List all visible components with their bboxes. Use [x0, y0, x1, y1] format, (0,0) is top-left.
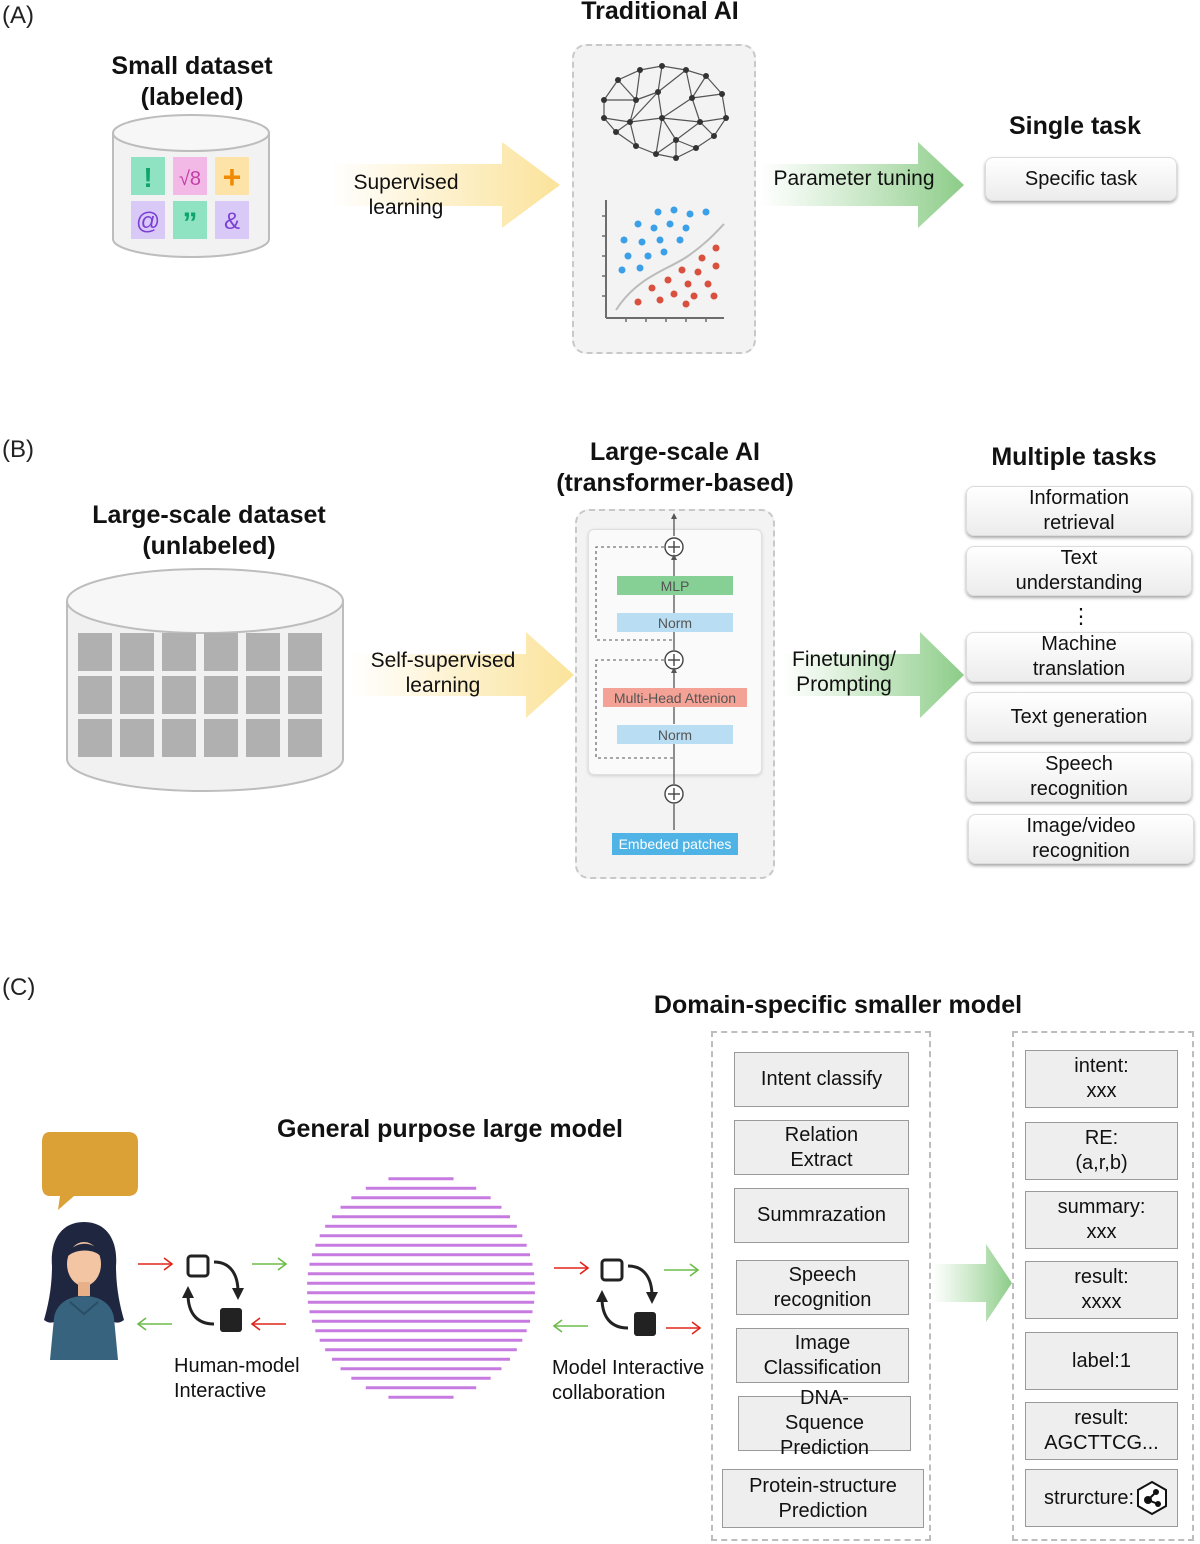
- result-dna: result: AGCTTCG...: [1025, 1402, 1178, 1460]
- scatter-classification-icon: [602, 200, 725, 322]
- norm-bottom-block: Norm: [617, 725, 733, 744]
- result-structure: strurcture:: [1025, 1469, 1178, 1527]
- data-grid: [78, 633, 322, 757]
- task-intent-classify: Intent classify: [734, 1052, 909, 1107]
- large-dataset-title: Large-scale dataset (unlabeled): [92, 501, 326, 560]
- attention-block: Multi-Head Attenion: [603, 688, 747, 707]
- task-dna-sequence-prediction: DNA- Squence Prediction: [738, 1387, 911, 1459]
- svg-text:!: !: [143, 162, 152, 193]
- domain-specific-title: Domain-specific smaller model: [653, 991, 1023, 1019]
- task-image-classification: Image Classification: [736, 1328, 909, 1383]
- neural-network-icon: [601, 63, 729, 161]
- task-summarization: Summrazation: [734, 1188, 909, 1243]
- tasks-ellipsis: ⋮: [1070, 605, 1092, 628]
- person-icon: [44, 1222, 124, 1360]
- task-text-generation: Text generation: [966, 692, 1192, 742]
- finetuning-arrow: [782, 632, 964, 718]
- self-supervised-arrow: [350, 632, 574, 718]
- result-label: label:1: [1025, 1332, 1178, 1390]
- result-speech: result: xxxx: [1025, 1261, 1178, 1319]
- small-dataset-cylinder: ! √8 + @ ” &: [112, 114, 270, 258]
- svg-text:+: +: [223, 159, 242, 195]
- result-relation: RE: (a,r,b): [1025, 1122, 1178, 1180]
- domain-output-arrow: [932, 1244, 1012, 1322]
- small-dataset-title: Small dataset (labeled): [111, 52, 273, 111]
- task-machine-translation: Machine translation: [966, 632, 1192, 682]
- mlp-block: MLP: [617, 576, 733, 595]
- transformer-connectors: [595, 513, 684, 830]
- norm-top-block: Norm: [617, 613, 733, 632]
- svg-text:”: ”: [183, 207, 198, 240]
- finetuning-label: Finetuning/ Prompting: [792, 648, 896, 696]
- symbol-tiles: ! √8 + @ ” &: [131, 157, 249, 240]
- single-task-title: Single task: [1009, 112, 1141, 140]
- result-intent: intent: xxx: [1025, 1050, 1178, 1108]
- task-relation-extract: Relation Extract: [734, 1120, 909, 1175]
- task-protein-structure-prediction: Protein-structure Prediction: [722, 1469, 924, 1528]
- model-collaboration-label: Model Interactive collaboration: [552, 1357, 705, 1404]
- self-supervised-label: Self-supervised learning: [370, 649, 516, 697]
- result-summary: summary: xxx: [1025, 1191, 1178, 1249]
- multiple-tasks-title: Multiple tasks: [991, 443, 1157, 471]
- task-speech-recognition-c: Speech recognition: [736, 1260, 909, 1315]
- supervised-learning-arrow: [330, 142, 560, 228]
- parameter-tuning-label: Parameter tuning: [773, 167, 935, 190]
- task-image-video-recognition: Image/video recognition: [968, 814, 1194, 864]
- svg-text:&: &: [224, 208, 240, 235]
- human-model-label: Human-model Interactive: [174, 1355, 300, 1402]
- domain-tasks-column: [711, 1031, 931, 1541]
- result-structure-label: strurcture:: [1044, 1486, 1135, 1509]
- traditional-ai-box: [572, 44, 756, 354]
- speech-bubble-icon: [42, 1132, 138, 1210]
- traditional-ai-title: Traditional AI: [581, 0, 739, 25]
- embedded-patches-block: Embeded patches: [612, 833, 738, 855]
- domain-results-column: [1012, 1031, 1194, 1541]
- panel-c-label: (C): [2, 974, 36, 1001]
- specific-task-box: Specific task: [985, 157, 1177, 201]
- large-dataset-cylinder: [66, 568, 344, 792]
- model-collaboration-cycle-icon: [552, 1258, 702, 1336]
- task-speech-recognition: Speech recognition: [966, 752, 1192, 802]
- task-information-retrieval: Information retrieval: [966, 486, 1192, 536]
- general-purpose-title: General purpose large model: [277, 1115, 623, 1143]
- panel-a-label: (A): [2, 2, 34, 29]
- panel-b-label: (B): [2, 436, 34, 463]
- svg-text:@: @: [136, 208, 160, 235]
- svg-text:√8: √8: [179, 168, 201, 190]
- human-model-cycle-icon: [136, 1254, 288, 1332]
- parameter-tuning-arrow: [760, 142, 964, 228]
- task-text-understanding: Text understanding: [966, 546, 1192, 596]
- large-model-sphere: [307, 1177, 535, 1399]
- molecule-structure-icon: [1137, 1480, 1168, 1516]
- supervised-learning-label: Supervised learning: [353, 171, 459, 219]
- large-scale-ai-title: Large-scale AI (transformer-based): [556, 438, 794, 497]
